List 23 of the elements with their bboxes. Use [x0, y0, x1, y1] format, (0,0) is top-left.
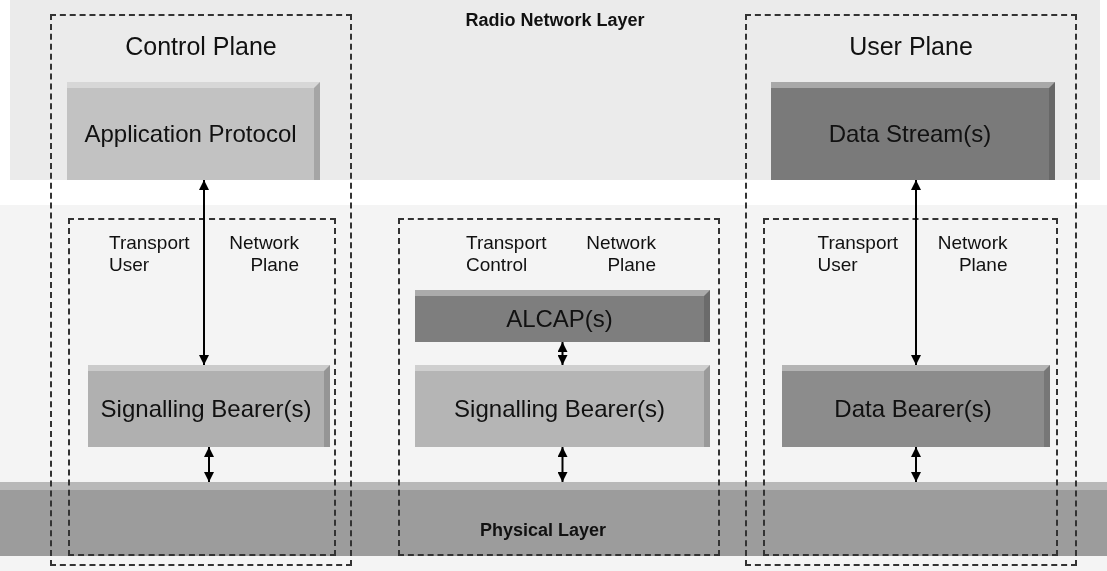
double-arrow: [911, 179, 921, 366]
plane-title: Control Plane: [124, 32, 278, 61]
protocol-block: ALCAP(s): [415, 290, 710, 342]
double-arrow: [557, 341, 568, 366]
plane-title: Transport Network User Plane: [109, 232, 299, 276]
protocol-block: Application Protocol: [67, 82, 320, 180]
protocol-block: Signalling Bearer(s): [415, 365, 710, 447]
double-arrow: [199, 179, 209, 366]
plane-title: User Plane: [848, 32, 974, 61]
layer-title: Physical Layer: [480, 520, 607, 541]
plane-frame: [398, 218, 720, 556]
double-arrow: [557, 446, 568, 483]
protocol-block: Data Bearer(s): [782, 365, 1050, 447]
plane-frame: [68, 218, 336, 556]
plane-title: Transport Network Control Plane: [466, 232, 656, 276]
double-arrow: [204, 446, 214, 483]
protocol-block: Data Stream(s): [771, 82, 1055, 180]
plane-title: Transport Network User Plane: [817, 232, 1008, 276]
protocol-block: Signalling Bearer(s): [88, 365, 330, 447]
layer-title: Radio Network Layer: [464, 10, 646, 31]
plane-frame: [763, 218, 1058, 556]
double-arrow: [911, 446, 921, 483]
layer-band: [0, 482, 1107, 556]
